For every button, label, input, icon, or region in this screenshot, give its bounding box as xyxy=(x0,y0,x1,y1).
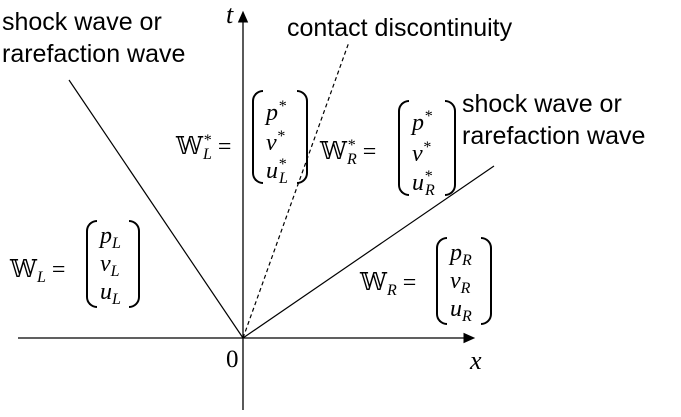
right-wave-label-line2: rarefaction wave xyxy=(462,122,646,150)
contact-discontinuity-line xyxy=(242,41,350,339)
right-wave-line xyxy=(242,165,495,339)
state-left-vector: pL vL uL xyxy=(86,220,140,308)
t-axis-label: t xyxy=(226,0,234,29)
state-right-symbol: 𝕎R = xyxy=(360,268,417,299)
left-wave-label-line1: shock wave or xyxy=(2,8,162,36)
state-left-symbol: 𝕎L = xyxy=(10,255,66,286)
state-right-star-vector: p* v* u*R xyxy=(398,100,456,199)
left-wave-label-line2: rarefaction wave xyxy=(2,40,186,68)
contact-discontinuity-label: contact discontinuity xyxy=(287,14,513,42)
state-right-vector: pR vR uR xyxy=(436,237,492,325)
x-axis-label: x xyxy=(470,346,482,375)
state-left-star-symbol: 𝕎*L = xyxy=(176,132,232,163)
origin-label: 0 xyxy=(226,346,239,373)
state-left-star-vector: p* v* u*L xyxy=(252,90,308,187)
left-wave-line xyxy=(68,79,244,339)
right-wave-label-line1: shock wave or xyxy=(462,90,622,118)
state-right-star-symbol: 𝕎*R = xyxy=(320,137,377,168)
